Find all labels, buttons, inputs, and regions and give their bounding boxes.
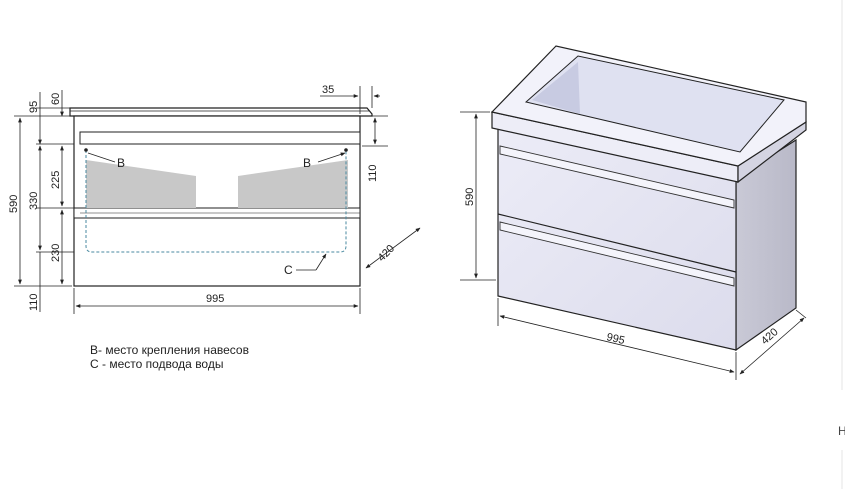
mount-label-right: B [303, 156, 311, 170]
dim-110-right-text: 110 [367, 164, 379, 182]
drawer-divider [497, 213, 737, 273]
legend: B- место крепления навесов C - место под… [90, 343, 249, 371]
depth-dim-line [365, 227, 421, 269]
legend-line-c: C - место подвода воды [90, 357, 224, 371]
sink-basin [524, 55, 785, 153]
upper-drawer-handle [499, 145, 735, 209]
mount-plate-right [238, 160, 348, 208]
left-extension-lines [14, 107, 74, 287]
sink-basin-inner [532, 62, 580, 114]
mount-point-left [84, 148, 88, 152]
mount-leader-right [317, 152, 346, 163]
dim-95-text: 95 [28, 101, 40, 113]
lower-drawer-handle [499, 221, 735, 287]
width-dim-text: 995 [206, 293, 224, 305]
upper-rail [79, 131, 361, 145]
edge-text: Н [838, 424, 845, 438]
iso-width-line [499, 315, 735, 373]
water-leader-diag [315, 253, 327, 271]
iso-depth-line [739, 317, 805, 375]
legend-line-b: B- место крепления навесов [90, 343, 249, 357]
dim-60-text: 60 [50, 93, 62, 105]
front-view: B B C 995 420 590 95 60 [8, 84, 421, 314]
iso-height-text: 590 [464, 188, 476, 206]
dim-225-text: 225 [50, 171, 62, 189]
mount-point-right [344, 148, 348, 152]
iso-view: 590 995 420 [460, 45, 807, 380]
iso-depth-ext [795, 309, 807, 319]
dim-230-text: 230 [50, 244, 62, 262]
dim-110-bottom-text: 110 [28, 293, 40, 311]
mount-plate-left [86, 160, 196, 208]
mount-label-left: B [117, 156, 125, 170]
depth-dim-text: 420 [376, 243, 397, 264]
mount-leader-left [87, 152, 116, 163]
water-label: C [284, 263, 293, 277]
dim-590-text: 590 [8, 195, 20, 213]
water-zone-outline [85, 150, 347, 253]
dim-35-text: 35 [322, 84, 334, 96]
dim-330-text: 330 [28, 192, 40, 210]
sink-top-outline [69, 107, 373, 117]
iso-width-text: 995 [605, 331, 626, 347]
